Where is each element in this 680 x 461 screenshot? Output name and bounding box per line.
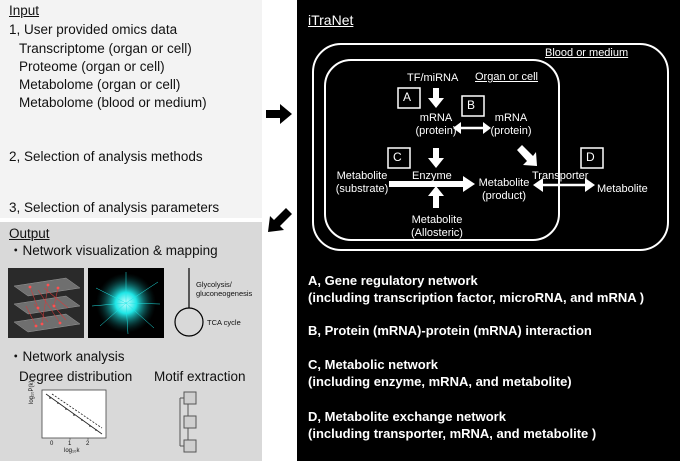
- glycolysis-label: Glycolysis/ gluconeogenesis: [196, 280, 253, 298]
- pathway-sketch: [174, 268, 204, 337]
- motif-extraction-label: Motif extraction: [154, 369, 246, 384]
- input-step-2: 2, Selection of analysis methods: [9, 149, 203, 164]
- degree-distribution-plot: [41, 389, 107, 440]
- omics-proteome: Proteome (organ or cell): [19, 59, 165, 74]
- tca-cycle-label: TCA cycle: [207, 318, 241, 327]
- box-a: [397, 87, 421, 109]
- arrow-tf-mrna: [428, 88, 444, 108]
- arrow-mrna-transporter: [517, 145, 537, 166]
- organ-compartment: [324, 59, 560, 241]
- degree-distribution-label: Degree distribution: [19, 369, 133, 384]
- desc-a-title: A, Gene regulatory network: [308, 273, 478, 288]
- itranet-diagram: [312, 43, 669, 251]
- layered-network-image: [8, 268, 84, 338]
- box-a-label: A: [403, 90, 412, 104]
- omics-transcriptome: Transcriptome (organ or cell): [19, 41, 192, 56]
- arrow-allosteric-enzyme: [428, 186, 444, 208]
- blood-compartment: [312, 43, 669, 251]
- arrow-down-left-icon: [268, 208, 292, 232]
- degree-plot-tick-2: 2: [86, 441, 90, 447]
- omics-metabolome-blood: Metabolome (blood or medium): [19, 95, 207, 110]
- double-arrow-exchange: [533, 178, 595, 192]
- input-step-1: 1, User provided omics data: [9, 22, 178, 37]
- degree-plot-y-label: log₁₀P(k): [29, 380, 35, 404]
- blood-medium-label: Blood or medium: [545, 47, 629, 59]
- input-panel: [0, 0, 262, 218]
- organ-cell-label: Organ or cell: [475, 71, 538, 83]
- enzyme-label: Enzyme: [412, 170, 452, 182]
- metabolite-out-label: Metabolite: [597, 183, 648, 195]
- degree-plot-tick-0: 0: [50, 441, 54, 447]
- arrow-right-icon: [266, 104, 292, 124]
- transporter-label: Transporter: [532, 170, 589, 182]
- desc-c-detail: (including enzyme, mRNA, and metabolite): [308, 374, 572, 389]
- double-arrow-b: [453, 122, 491, 134]
- input-step-3: 3, Selection of analysis parameters: [9, 200, 220, 215]
- hairball-network-image: [88, 268, 164, 338]
- tf-mirna-label: TF/miRNA: [407, 72, 459, 84]
- allosteric-label: Metabolite (Allosteric): [411, 214, 463, 239]
- box-d-label: D: [586, 150, 595, 164]
- network-analysis-label: ・Network analysis: [9, 349, 125, 364]
- box-b: [461, 95, 485, 117]
- desc-d-detail: (including transporter, mRNA, and metabo…: [308, 426, 597, 441]
- box-b-label: B: [467, 98, 476, 112]
- substrate-label: Metabolite (substrate): [335, 170, 389, 195]
- product-label: Metabolite (product): [478, 177, 530, 202]
- mrna-protein-label: mRNA (protein): [415, 112, 457, 137]
- output-heading: Output: [9, 226, 50, 241]
- arrow-substrate-product: [389, 176, 475, 192]
- desc-d-title: D, Metabolite exchange network: [308, 409, 506, 424]
- arrow-mrna-enzyme: [428, 148, 444, 168]
- desc-c-title: C, Metabolic network: [308, 357, 439, 372]
- itranet-title: iTraNet: [308, 12, 354, 28]
- desc-a-detail: (including transcription factor, microRN…: [308, 290, 645, 305]
- box-c-label: C: [393, 150, 402, 164]
- network-visualization-label: ・Network visualization & mapping: [9, 243, 218, 258]
- itranet-panel: [297, 0, 680, 461]
- input-heading: Input: [9, 3, 40, 18]
- desc-b-title: B, Protein (mRNA)-protein (mRNA) interac…: [308, 323, 592, 338]
- degree-plot-tick-1: 1: [68, 441, 72, 447]
- degree-plot-x-label: log₁₀k: [64, 448, 80, 454]
- omics-metabolome-organ: Metabolome (organ or cell): [19, 77, 181, 92]
- box-c: [387, 147, 411, 169]
- motif-sketch: [179, 391, 197, 453]
- box-d: [580, 147, 604, 169]
- mrna-protein-b-label: mRNA (protein): [490, 112, 532, 137]
